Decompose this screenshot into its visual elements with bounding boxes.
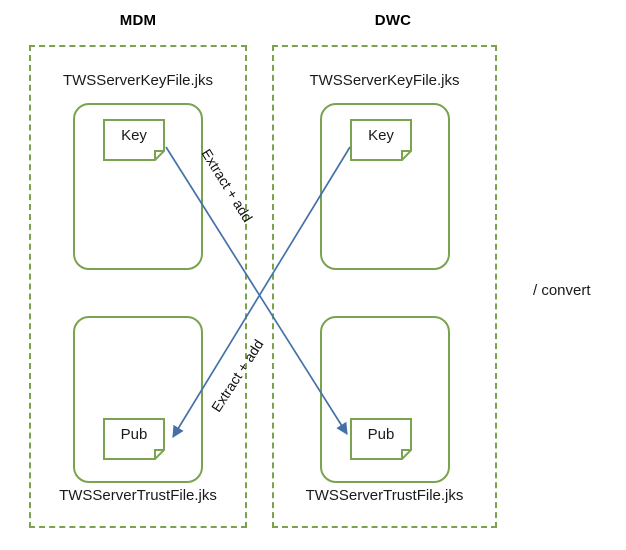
zone-dwc-truststore-label: TWSServerTrustFile.jks bbox=[305, 487, 464, 504]
zone-mdm-keystore-label: TWSServerKeyFile.jks bbox=[62, 72, 214, 89]
note-mdm-key: Key bbox=[103, 119, 165, 161]
side-note-convert: / convert bbox=[533, 282, 591, 299]
column-title-dwc: DWC bbox=[374, 12, 412, 29]
note-shape-icon bbox=[103, 119, 165, 161]
note-dwc-pub: Pub bbox=[350, 418, 412, 460]
note-dwc-key: Key bbox=[350, 119, 412, 161]
note-mdm-pub-label: Pub bbox=[120, 426, 148, 443]
note-shape-icon bbox=[350, 418, 412, 460]
column-title-mdm: MDM bbox=[119, 12, 157, 29]
zone-mdm-truststore-label: TWSServerTrustFile.jks bbox=[59, 487, 217, 504]
note-shape-icon bbox=[103, 418, 165, 460]
note-mdm-key-label: Key bbox=[121, 127, 147, 144]
note-dwc-key-label: Key bbox=[368, 127, 394, 144]
note-mdm-pub: Pub bbox=[103, 418, 165, 460]
zone-dwc-keystore-label: TWSServerKeyFile.jks bbox=[309, 72, 460, 89]
note-shape-icon bbox=[350, 119, 412, 161]
note-dwc-pub-label: Pub bbox=[367, 426, 395, 443]
